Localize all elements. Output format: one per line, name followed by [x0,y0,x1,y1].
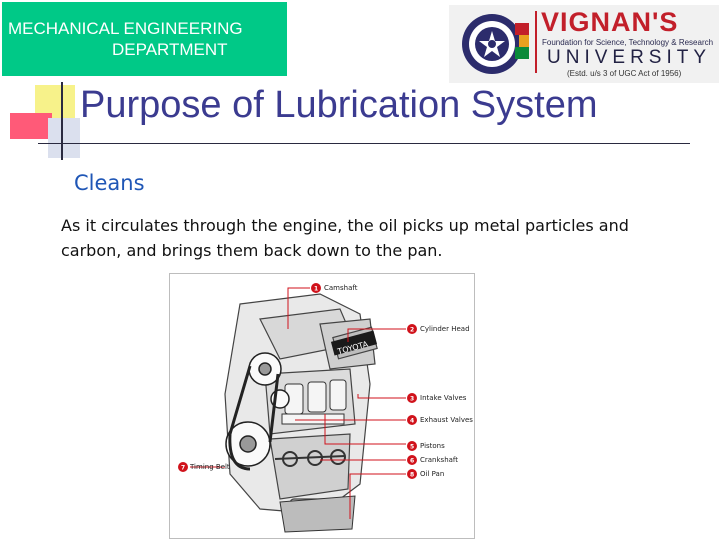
department-name-line2: DEPARTMENT [112,40,228,59]
callout-number-6: 6 [410,458,414,465]
callout-number-4: 4 [410,418,414,425]
slide-body-text: As it circulates through the engine, the… [61,216,629,260]
callout-number-1: 1 [314,286,318,293]
logo-tagline: Foundation for Science, Technology & Res… [542,38,714,47]
callout-number-3: 3 [410,396,414,403]
slide-subheading: Cleans [74,171,145,195]
callout-label-pistons: Pistons [420,442,445,450]
logo-university: UNIVERSITY [547,47,712,68]
callout-label-oil-pan: Oil Pan [420,470,444,478]
callout-label-timing-belt: Timing Belt [189,463,230,471]
callout-number-2: 2 [410,327,414,334]
logo-established: (Estd. u/s 3 of UGC Act of 1956) [567,69,682,78]
department-banner: MECHANICAL ENGINEERING DEPARTMENT [2,2,287,76]
slide-title: Purpose of Lubrication System [80,84,598,126]
logo-divider [535,11,537,73]
decor-blue-square [48,118,80,158]
callout-label-camshaft: Camshaft [324,284,358,292]
engine-diagram: TOYOTA 1 Camshaft 2 Cylinder Head 3 Inta… [169,273,475,539]
decor-vertical-line [61,82,63,160]
university-logo: VIGNAN'S Foundation for Science, Technol… [449,5,719,83]
department-name-line1: MECHANICAL ENGINEERING [8,19,243,38]
callout-label-cylinder-head: Cylinder Head [420,325,470,333]
callout-label-intake-valves: Intake Valves [420,394,467,402]
decor-red-square [10,113,52,139]
logo-name: VIGNAN'S [541,7,679,37]
university-emblem-icon [462,14,529,74]
callout-label-exhaust-valves: Exhaust Valves [420,416,473,424]
callout-number-7: 7 [181,465,185,472]
engine-illustration: TOYOTA 1 Camshaft 2 Cylinder Head 3 Inta… [178,283,473,533]
decor-horizontal-line [38,143,690,144]
callout-number-5: 5 [410,444,414,451]
callout-number-8: 8 [410,472,414,479]
callout-label-crankshaft: Crankshaft [420,456,458,464]
